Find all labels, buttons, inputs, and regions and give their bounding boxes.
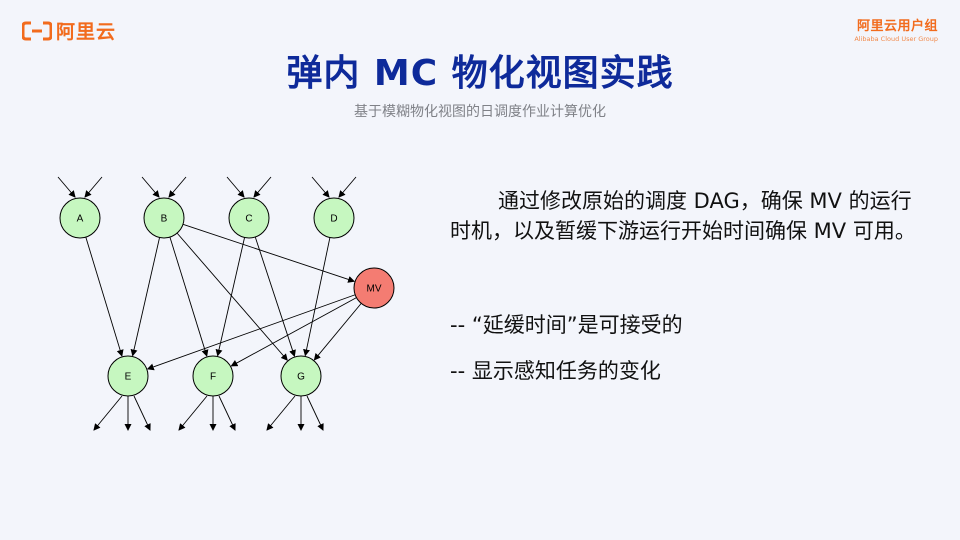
slide-subtitle: 基于模糊物化视图的日调度作业计算优化 [354,104,606,120]
node-d-circle [313,197,355,239]
incoming-arrow-a-1 [57,176,76,198]
edge-c-g [254,236,296,358]
edge-mv-e [146,294,356,371]
incoming-arrow-d-2 [338,176,357,198]
edge-b-mv [182,223,356,283]
node-a: A [59,197,101,239]
node-f-circle [192,355,234,397]
outgoing-arrow-f-1 [178,395,208,431]
incoming-arrow-d-1 [311,176,330,198]
outgoing-arrow-f-3 [218,395,236,431]
incoming-arrow-c-2 [253,176,272,198]
edge-mv-f [230,297,357,367]
node-b: B [143,197,185,239]
user-group-name: 阿里云用户组 [856,19,938,34]
node-b-label: B [161,214,168,225]
incoming-arrow-b-1 [141,176,160,198]
content-text: 通过修改原始的调度 DAG，确保 MV 的运行时机，以及暂缓下游运行开始时间确保… [450,186,920,383]
node-g-circle [280,355,322,397]
node-a-circle [59,197,101,239]
user-group-subtitle: Alibaba Cloud User Group [854,35,938,43]
edge-b-e [130,237,160,357]
node-c-label: C [245,214,252,225]
node-e: E [107,355,149,397]
bullet-visible-change: -- 显示感知任务的变化 [450,359,661,383]
alibaba-cloud-logo-icon [22,21,52,41]
outgoing-arrow-e-1 [93,395,123,431]
slide-title: 弹内 MC 物化视图实践 [286,53,674,94]
dag-stub-arrows [57,176,357,431]
node-mv: MV [353,267,395,309]
node-g: G [280,355,322,397]
outgoing-arrow-e-3 [133,395,151,431]
edge-mv-g [313,303,362,361]
node-a-label: A [77,214,84,225]
dag-svg: A B C D MV E F G [57,176,395,431]
incoming-arrow-b-2 [168,176,187,198]
node-d: D [313,197,355,239]
alibaba-cloud-brand-text: 阿里云 [56,21,117,43]
node-d-label: D [330,214,337,225]
main-paragraph: 通过修改原始的调度 DAG，确保 MV 的运行时机，以及暂缓下游运行开始时间确保… [450,189,916,243]
bullet-delay-acceptable: -- “延缓时间”是可接受的 [450,313,683,337]
node-f-label: F [210,372,216,383]
edge-a-e [85,237,124,357]
edge-b-f [169,236,209,357]
outgoing-arrow-g-1 [266,395,296,431]
node-f: F [192,355,234,397]
node-e-circle [107,355,149,397]
node-mv-label: MV [367,284,382,295]
node-c-circle [228,197,270,239]
edge-b-g [176,232,288,361]
node-mv-circle [353,267,395,309]
node-b-circle [143,197,185,239]
alibaba-cloud-logo: 阿里云 [22,17,116,44]
dag-edges [85,223,362,371]
dag-nodes: A B C D MV E F G [59,197,395,397]
outgoing-arrow-g-3 [306,395,324,431]
edge-c-f [215,237,245,357]
incoming-arrow-c-1 [226,176,245,198]
node-c: C [228,197,270,239]
node-e-label: E [125,372,132,383]
node-g-label: G [297,372,305,383]
dag-diagram: A B C D MV E F G [40,170,420,440]
user-group-logo: 阿里云用户组 Alibaba Cloud User Group [854,15,938,43]
edge-d-g [303,237,331,357]
incoming-arrow-a-2 [84,176,103,198]
